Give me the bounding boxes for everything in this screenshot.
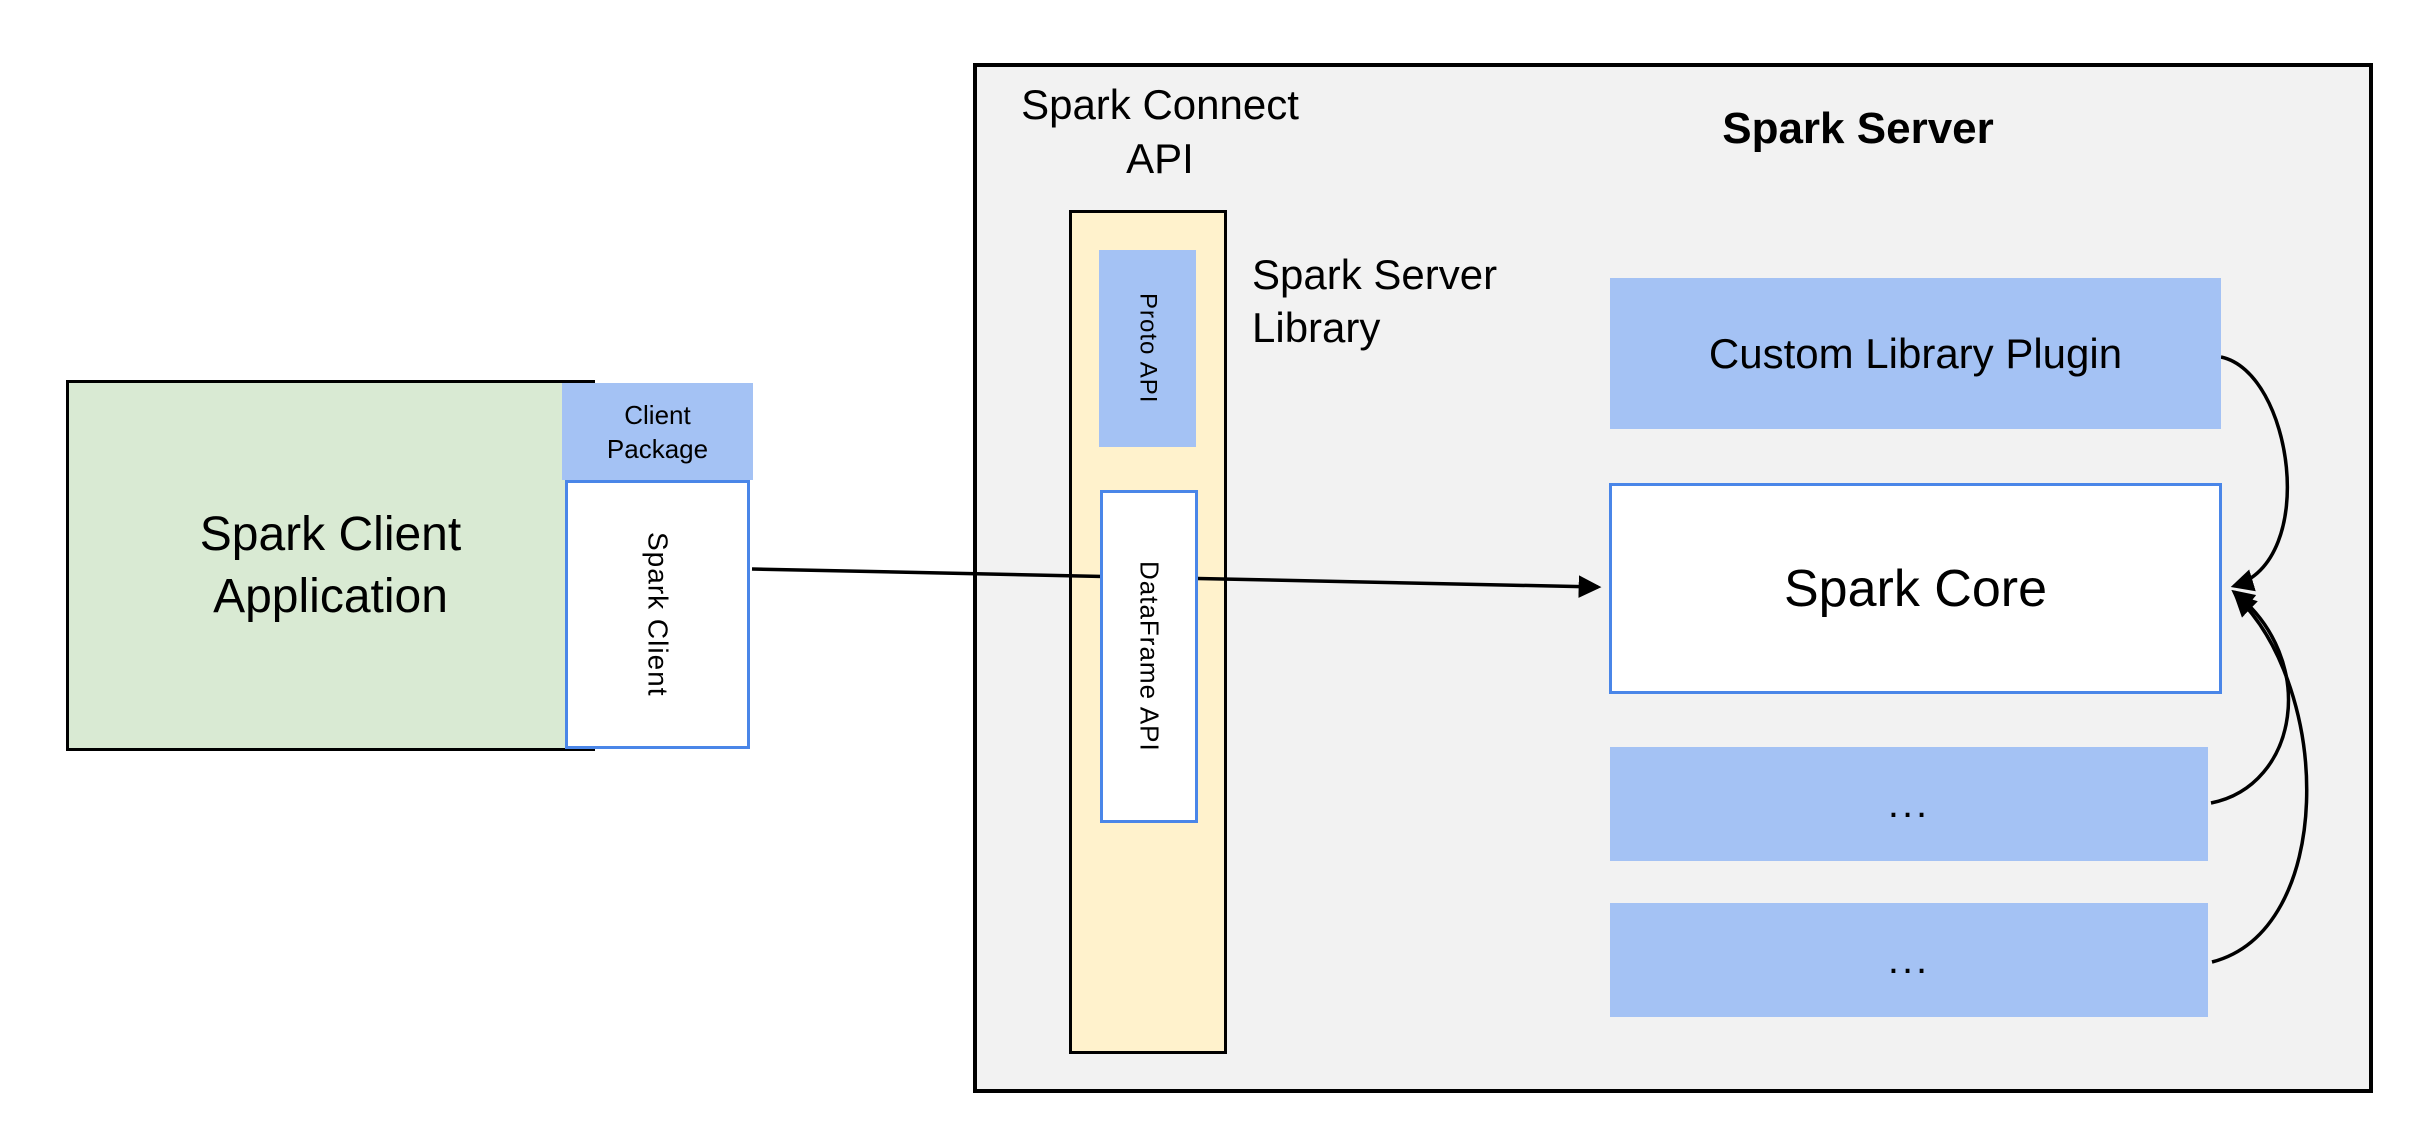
spark-client-label: Spark Client <box>642 532 674 697</box>
spark-server-library-label-line1: Spark Server <box>1252 251 1498 298</box>
spark-core-box: Spark Core <box>1609 483 2222 694</box>
spark-connect-api-label: Spark Connect API <box>975 78 1345 186</box>
spark-connect-api-label-line2: API <box>1126 135 1194 182</box>
extension-box-2: ... <box>1610 903 2208 1017</box>
spark-server-library-label: Spark Server Library <box>1252 248 1612 354</box>
client-package-label-line1: Client <box>624 399 691 430</box>
spark-client-application-label-line1: Spark Client <box>199 507 462 561</box>
spark-client-application-label-line2: Application <box>213 569 448 623</box>
spark-server-title: Spark Server <box>1722 104 1994 153</box>
dataframe-api-box: DataFrame API <box>1100 490 1198 823</box>
custom-library-plugin-box: Custom Library Plugin <box>1610 278 2221 429</box>
spark-client-application-label: Spark Client Application <box>200 504 461 628</box>
proto-api-label: Proto API <box>1134 293 1162 404</box>
spark-server-library-label-line2: Library <box>1252 304 1381 351</box>
extension-box-1: ... <box>1610 747 2208 861</box>
client-package-box: Client Package <box>562 383 753 480</box>
dataframe-api-label: DataFrame API <box>1134 561 1165 752</box>
proto-api-box: Proto API <box>1099 250 1196 447</box>
spark-client-box: Spark Client <box>565 480 750 749</box>
spark-client-application-box: Spark Client Application <box>66 380 595 751</box>
client-package-label-line2: Package <box>606 433 709 464</box>
spark-connect-api-label-line1: Spark Connect <box>1021 81 1299 128</box>
